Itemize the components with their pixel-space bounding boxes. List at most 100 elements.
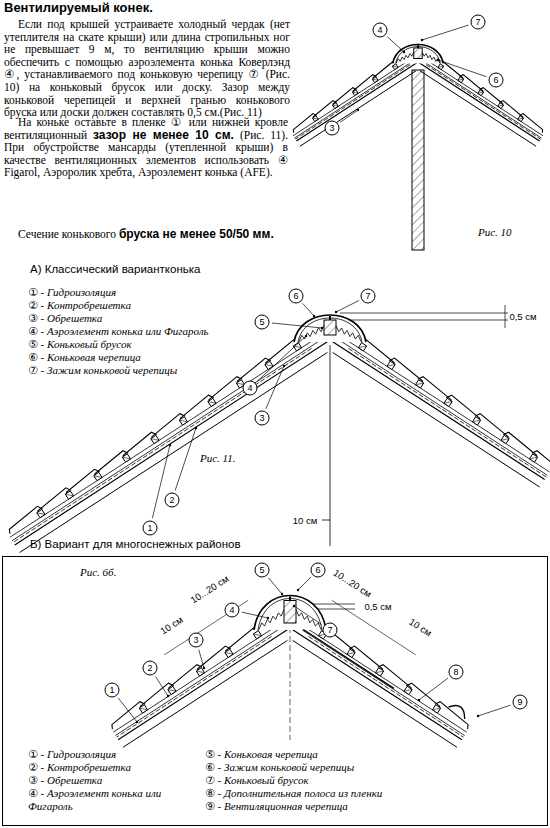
batten: [458, 79, 464, 80]
roof-line: [293, 61, 409, 136]
callout-number: 1: [105, 683, 120, 698]
batten: [375, 668, 383, 676]
batten: [225, 652, 233, 654]
roof-line: [113, 626, 276, 732]
ridge-clip: [329, 316, 331, 320]
callout-number: 4: [225, 603, 240, 618]
leader-dot: [421, 39, 423, 41]
leader-line: [298, 577, 311, 590]
ridge-aero-element: [336, 326, 361, 342]
legend-item: ④ - Аэроэлемент конька или Фигароль: [28, 787, 193, 812]
legend-item: ⑦ - Зажим коньковой черепицы: [28, 364, 228, 377]
batten: [196, 671, 204, 673]
roof-line: [20, 352, 328, 552]
roof-line: [427, 61, 543, 136]
ridge-beam: [284, 601, 296, 624]
roof-tile: [293, 114, 316, 133]
batten: [387, 364, 395, 366]
batten: [179, 417, 187, 425]
batten: [151, 439, 159, 441]
leader-dot: [403, 51, 405, 53]
ridge-beam: [324, 320, 336, 335]
legend-item: ⑤ - Коньковая черепица: [205, 748, 465, 761]
section-heading: Б) Вариант для многоснежных районов: [30, 538, 241, 551]
leader-dot: [418, 699, 420, 701]
batten: [225, 649, 233, 657]
leader-line: [294, 606, 322, 624]
leader-dot: [293, 605, 295, 607]
leader-line: [175, 428, 196, 491]
callout-number: 3: [189, 633, 204, 648]
batten: [358, 343, 366, 351]
batten: [265, 364, 273, 366]
roof-line: [116, 636, 271, 737]
roof-line: [303, 626, 466, 732]
dimension-label: 10 см: [292, 516, 319, 527]
batten: [444, 402, 452, 404]
legend-item: ⑥ - Зажим коньковой черепицы: [205, 761, 465, 774]
batten: [253, 634, 261, 636]
batten: [438, 64, 444, 70]
legend-item: ③ - Обрешетка: [28, 312, 228, 325]
ridge-tile: [254, 596, 326, 631]
ridge-tile: [298, 318, 362, 342]
leader-line: [257, 336, 306, 381]
legend-item: ⑧ - Дополнительная полоса из пленки: [205, 787, 465, 800]
batten: [313, 118, 319, 119]
ridge-tile: [396, 47, 441, 64]
roof-line: [296, 62, 418, 141]
batten: [501, 435, 509, 443]
batten: [415, 380, 423, 388]
batten: [332, 105, 338, 106]
batten: [122, 457, 130, 459]
leader-dot: [136, 721, 138, 723]
roof-line: [341, 341, 547, 475]
leader-line: [242, 612, 268, 618]
batten: [65, 494, 73, 496]
roof-line: [348, 348, 546, 477]
roof-tile: [9, 506, 42, 533]
ridge-tile: [294, 315, 366, 342]
roof-tile: [435, 702, 468, 729]
roof-line: [115, 629, 278, 735]
legend-item: ⑨ - Вентиляционная черепица: [205, 800, 465, 813]
leader-dot: [195, 427, 197, 429]
callout-number: 6: [311, 563, 326, 578]
ridge-aero-element: [422, 52, 440, 63]
batten: [472, 417, 480, 425]
ridge-aero-element: [259, 610, 284, 630]
batten: [253, 631, 261, 639]
callout-number: 5: [255, 315, 270, 330]
batten: [404, 690, 412, 692]
batten: [168, 690, 176, 692]
ridge-aero-element: [396, 52, 414, 63]
batten: [179, 420, 187, 422]
ridge-tile: [258, 599, 322, 631]
batten: [94, 472, 102, 480]
callout-number: 1: [143, 521, 158, 536]
callout-number: 9: [513, 695, 528, 710]
roof-line: [118, 628, 290, 740]
batten: [501, 439, 509, 441]
roof-tile: [112, 702, 145, 729]
batten: [444, 398, 452, 406]
batten: [332, 103, 338, 109]
leader-dot: [305, 335, 307, 337]
leader-line: [266, 366, 284, 409]
ridge-tile: [393, 45, 443, 64]
roof-line: [308, 636, 463, 737]
legend-item: ⑤ - Коньковый брусок: [28, 338, 228, 351]
batten: [478, 90, 484, 96]
batten: [94, 476, 102, 478]
roof-line: [13, 348, 311, 542]
batten: [122, 454, 130, 462]
leader-dot: [313, 315, 315, 317]
leader-line: [155, 676, 168, 696]
dimension-label: 10...20 см: [330, 567, 374, 601]
roof-line: [300, 71, 416, 147]
leader-dot: [169, 444, 171, 446]
dimension-label: 10 см: [158, 614, 186, 638]
ridge-clip: [417, 45, 419, 48]
paragraph-text: Сечение конькового: [18, 228, 116, 240]
leader-dot: [437, 59, 439, 61]
